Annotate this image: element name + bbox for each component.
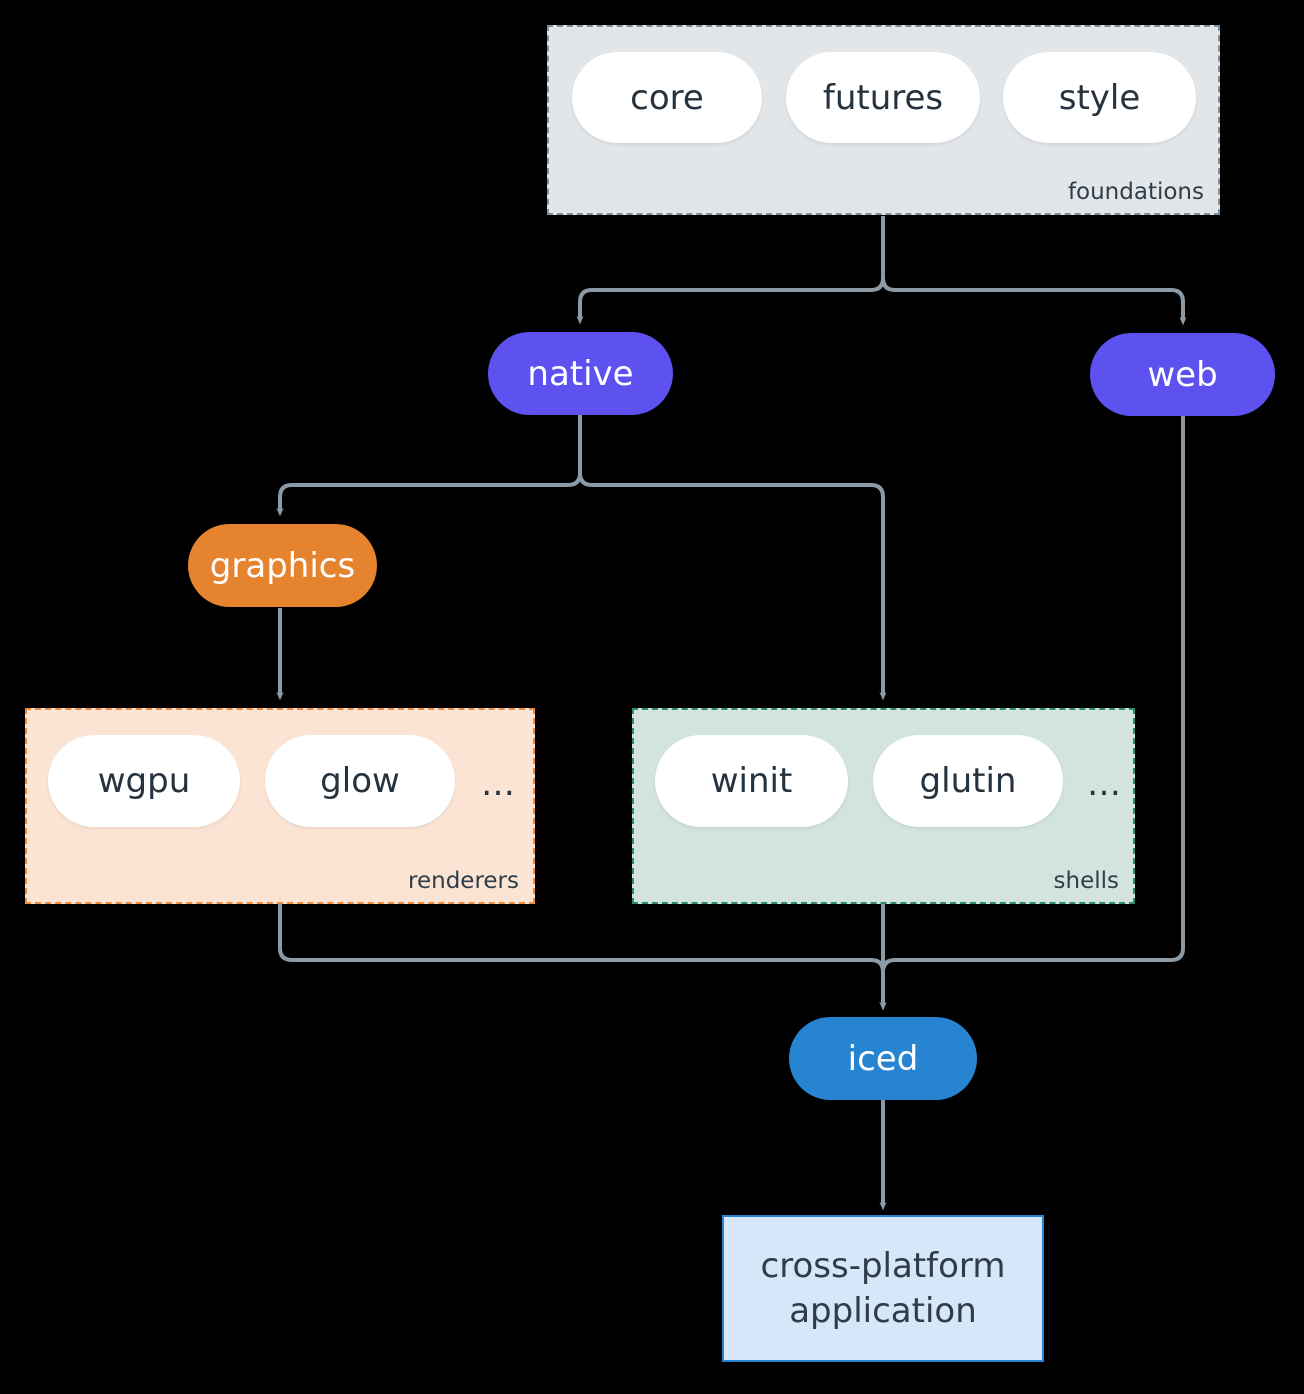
node-web[interactable]: web [1090,333,1275,416]
node-label-iced: iced [847,1038,919,1079]
node-label-winit: winit [710,761,793,801]
node-label-graphics: graphics [209,545,356,586]
cluster-label-renderers: renderers [408,868,519,894]
node-graphics[interactable]: graphics [188,524,377,607]
node-label-application-line2: application [789,1290,977,1331]
node-native[interactable]: native [488,332,673,415]
node-wgpu[interactable]: wgpu [48,735,240,827]
edge-renderers-iced [278,904,887,1011]
node-label-web: web [1147,354,1218,395]
edge-native-shells [578,472,887,701]
node-style[interactable]: style [1003,52,1196,143]
node-label-style: style [1058,77,1141,118]
cluster-label-shells: shells [1053,868,1119,894]
cluster-label-foundations: foundations [1067,179,1204,205]
node-label-glutin: glutin [919,761,1017,801]
node-label-application-line1: cross-platform [760,1246,1006,1287]
node-iced[interactable]: iced [789,1017,977,1100]
node-application[interactable]: cross-platform application [722,1215,1044,1362]
node-label-glow: glow [320,761,400,801]
node-renderers-more: … [481,764,516,804]
node-shells-more: … [1087,764,1122,804]
node-label-core: core [630,77,704,118]
node-core[interactable]: core [572,52,762,143]
edge-native-graphics [276,415,582,517]
node-winit[interactable]: winit [655,735,848,827]
node-glow[interactable]: glow [265,735,455,827]
node-futures[interactable]: futures [786,52,980,143]
node-label-native: native [527,353,634,394]
edge-foundations-web [881,277,1187,326]
node-label-wgpu: wgpu [97,761,191,801]
node-glutin[interactable]: glutin [873,735,1063,827]
edge-foundations-native [576,216,885,325]
node-label-futures: futures [822,77,944,118]
